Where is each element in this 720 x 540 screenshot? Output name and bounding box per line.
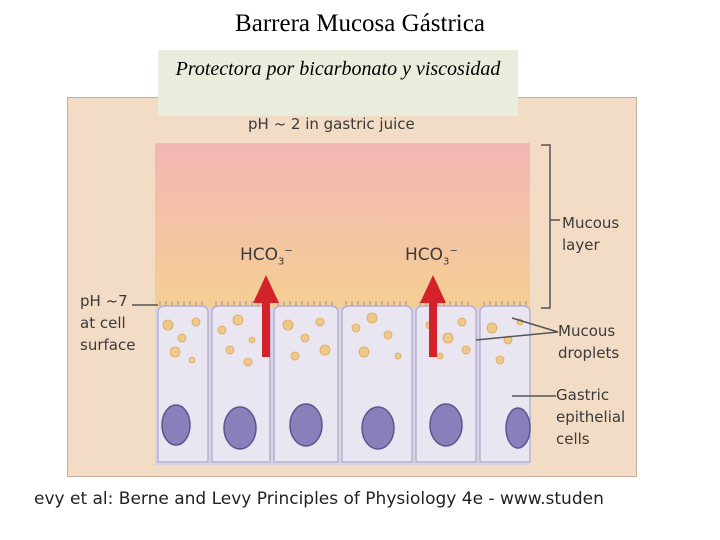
gastric-juice-ph-label: pH ~ 2 in gastric juice [248, 115, 415, 133]
bicarbonate-label-right: HCO3− [405, 245, 458, 268]
cell-nuclei [161, 403, 531, 450]
epithelial-cells-label: Gastric epithelial cells [556, 386, 626, 448]
slide-title: Barrera Mucosa Gástrica [235, 10, 485, 37]
mucus-layer [155, 143, 530, 308]
cell-surface-ph-label: pH ~7 at cell surface [80, 292, 136, 354]
mucous-droplets-label: Mucous droplets [558, 322, 620, 362]
microvilli [159, 301, 527, 306]
subtitle-box: Protectora por bicarbonato y viscosidad [158, 50, 518, 116]
mucous-layer-label: Mucous layer [562, 214, 620, 254]
bicarbonate-label-left: HCO3− [240, 245, 293, 268]
bicarbonate-arrows [253, 275, 446, 357]
epithelial-cells [157, 305, 531, 463]
source-citation: evy et al: Berne and Levy Principles of … [34, 489, 604, 509]
label-pointers [132, 144, 560, 397]
